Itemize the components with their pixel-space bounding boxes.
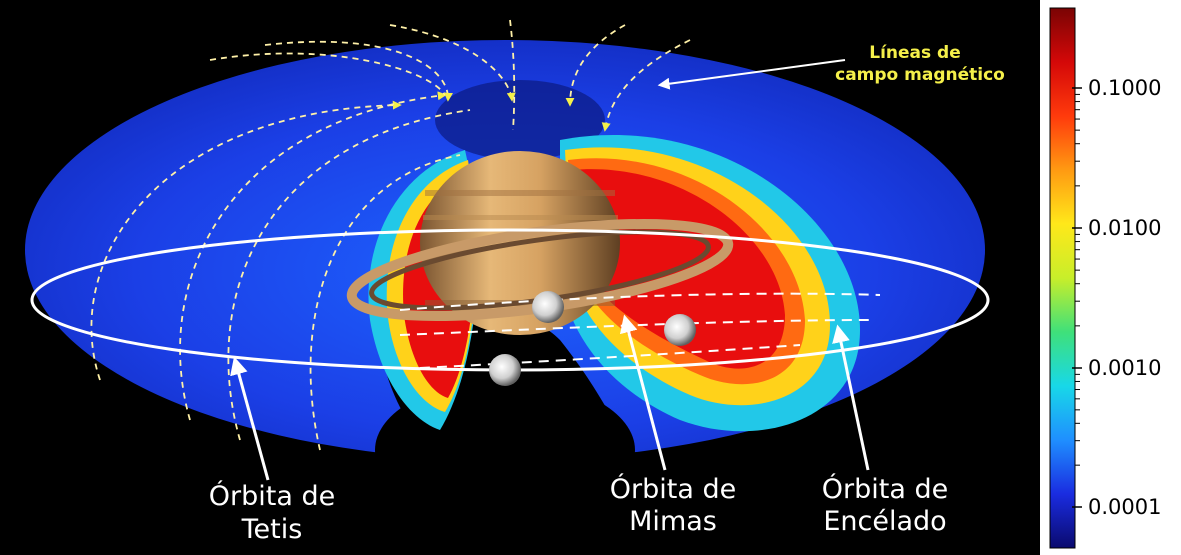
field-lines-label-line2: campo magnético — [835, 65, 1005, 85]
enceladus-orbit-label-line2: Encélado — [823, 506, 946, 537]
enceladus-moon — [664, 314, 696, 346]
enceladus-orbit-label-line1: Órbita de — [822, 473, 948, 505]
field-lines-label-line1: Líneas de — [869, 43, 961, 63]
mimas-orbit-label-line2: Mimas — [629, 506, 717, 537]
mimas-orbit-label-line1: Órbita de — [610, 473, 736, 505]
colorbar-tick-label: 0.0001 — [1088, 495, 1161, 519]
colorbar-ticks: 0.1000 0.0100 0.0010 0.0001 — [1072, 76, 1161, 519]
mimas-moon — [532, 291, 564, 323]
tethys-orbit-label-line2: Tetis — [241, 514, 303, 545]
colorbar: 0.1000 0.0100 0.0010 0.0001 — [1049, 7, 1161, 549]
magnetic-field-lines — [90, 19, 691, 451]
mimas-arrow — [619, 314, 667, 471]
tethys-orbit-label-line1: Órbita de — [209, 480, 335, 512]
field-lines-arrow — [657, 59, 846, 90]
colorbar-gradient — [1049, 7, 1076, 549]
enceladus-arrow — [832, 324, 870, 471]
tethys-arrow — [230, 356, 270, 481]
colorbar-tick-label: 0.1000 — [1088, 76, 1161, 100]
tethys-moon — [489, 354, 521, 386]
colorbar-tick-label: 0.0100 — [1088, 216, 1161, 240]
colorbar-tick-label: 0.0010 — [1088, 356, 1161, 380]
